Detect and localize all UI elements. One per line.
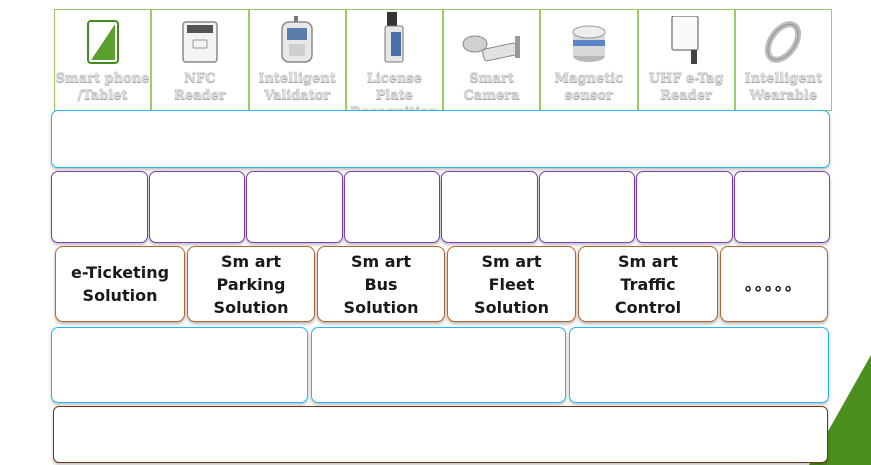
device-validator: Intelligent Validator xyxy=(250,10,347,110)
platform-cell xyxy=(636,171,733,243)
validator-icon xyxy=(279,14,315,64)
solution-smart-parking: Sm art Parking Solution xyxy=(187,246,315,322)
device-nfc-reader: NFC Reader xyxy=(152,10,250,110)
device-label: NFC Reader xyxy=(174,71,226,103)
solution-smart-fleet: Sm art Fleet Solution xyxy=(447,246,576,322)
solution-smart-traffic: Sm art Traffic Control xyxy=(578,246,718,322)
solution-layer: e-Ticketing Solution Sm art Parking Solu… xyxy=(55,246,828,322)
solution-eticketing: e-Ticketing Solution xyxy=(55,246,185,322)
service-cell xyxy=(51,327,308,403)
device-label: UHF e-Tag Reader xyxy=(648,71,724,103)
service-cell xyxy=(569,327,829,403)
platform-cell xyxy=(51,171,148,243)
device-wearable: Intelligent Wearable xyxy=(736,10,831,110)
uhf-reader-icon xyxy=(669,14,703,64)
device-label: Smart phone /Tablet xyxy=(55,71,150,103)
platform-cell xyxy=(246,171,343,243)
license-plate-camera-icon xyxy=(382,12,406,64)
camera-icon xyxy=(461,14,523,64)
foundation-layer-box xyxy=(53,406,828,463)
device-uhf-reader: UHF e-Tag Reader xyxy=(639,10,736,110)
device-smart-camera: Smart Camera xyxy=(444,10,542,110)
device-smartphone: Smart phone /Tablet xyxy=(55,10,153,110)
nfc-reader-icon xyxy=(181,14,219,64)
platform-layer xyxy=(51,171,831,243)
service-cell xyxy=(311,327,566,403)
solution-more: 。。。。。 xyxy=(720,246,828,322)
platform-cell xyxy=(538,171,635,243)
wearable-icon xyxy=(762,14,804,64)
device-license-plate: License Plate Recognition xyxy=(347,10,444,120)
device-label: Magnetic sensor xyxy=(554,71,624,103)
platform-cell xyxy=(733,171,830,243)
service-layer xyxy=(51,327,831,403)
smartphone-icon xyxy=(86,14,119,64)
platform-cell xyxy=(343,171,440,243)
magnetic-sensor-icon xyxy=(570,14,608,64)
device-layer: Smart phone /Tablet NFC Reader xyxy=(54,9,832,120)
platform-cell xyxy=(441,171,538,243)
platform-cell xyxy=(148,171,245,243)
solution-smart-bus: Sm art Bus Solution xyxy=(317,246,445,322)
device-label: Intelligent Wearable xyxy=(744,71,823,103)
network-layer-box xyxy=(51,110,830,168)
device-magnetic-sensor: Magnetic sensor xyxy=(541,10,639,110)
device-label: Smart Camera xyxy=(463,71,520,103)
device-label: Intelligent Validator xyxy=(258,71,336,103)
